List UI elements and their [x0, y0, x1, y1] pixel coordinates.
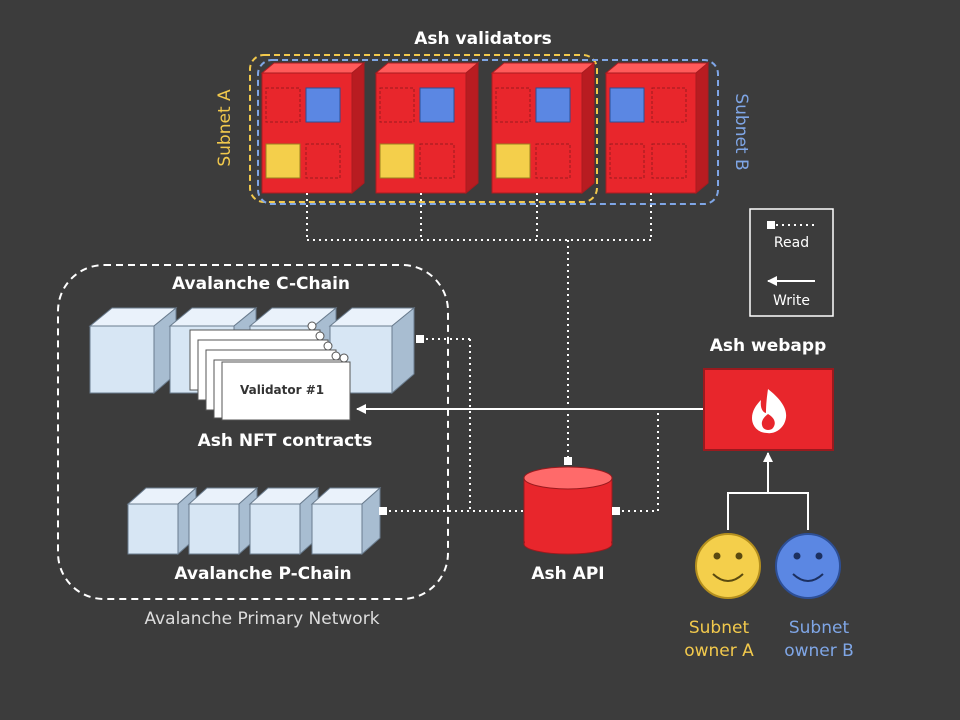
- c-chain-label: Avalanche C-Chain: [171, 274, 351, 294]
- ash-api-label: Ash API: [531, 564, 605, 584]
- validators-title: Ash validators: [414, 29, 552, 49]
- validator-server-2: [374, 61, 480, 195]
- subnet-a-boundary: [249, 54, 598, 203]
- api-right-port: [612, 507, 620, 515]
- read-lines-chains: [383, 338, 659, 512]
- validator-server-1: [260, 61, 366, 195]
- ash-webapp-label: Ash webapp: [709, 336, 827, 356]
- primary-network-boundary: [57, 264, 449, 600]
- ash-api-database: [523, 466, 613, 555]
- legend-box: [749, 208, 834, 317]
- owner-b-label: Subnet owner B: [784, 618, 854, 661]
- api-top-port: [564, 457, 572, 465]
- owners-to-webapp-lines: [727, 452, 809, 530]
- read-lines-validators: [306, 193, 652, 462]
- subnet-a-label: Subnet A: [215, 89, 235, 167]
- owner-a-smiley-icon: [695, 533, 761, 599]
- p-chain-blocks: [126, 486, 382, 556]
- c-chain-read-port: [416, 335, 424, 343]
- subnet-b-label: Subnet B: [731, 93, 751, 171]
- validator-card-label: Validator #1: [240, 383, 325, 397]
- ash-webapp-box: [703, 368, 834, 451]
- owner-a-label: Subnet owner A: [684, 618, 754, 661]
- legend-read-label: Read: [773, 235, 810, 251]
- subnet-b-boundary: [257, 59, 719, 205]
- validator-server-3: [490, 61, 596, 195]
- owner-b-smiley-icon: [775, 533, 841, 599]
- validator-server-4: [604, 61, 710, 195]
- nft-contracts-label: Ash NFT contracts: [197, 431, 373, 451]
- p-chain-read-port: [379, 507, 387, 515]
- fire-icon: [752, 389, 787, 434]
- legend-read-marker: [767, 221, 775, 229]
- p-chain-label: Avalanche P-Chain: [174, 564, 352, 584]
- legend-write-label: Write: [773, 293, 810, 309]
- primary-network-label: Avalanche Primary Network: [144, 609, 380, 629]
- nft-contract-scrolls: [189, 321, 351, 421]
